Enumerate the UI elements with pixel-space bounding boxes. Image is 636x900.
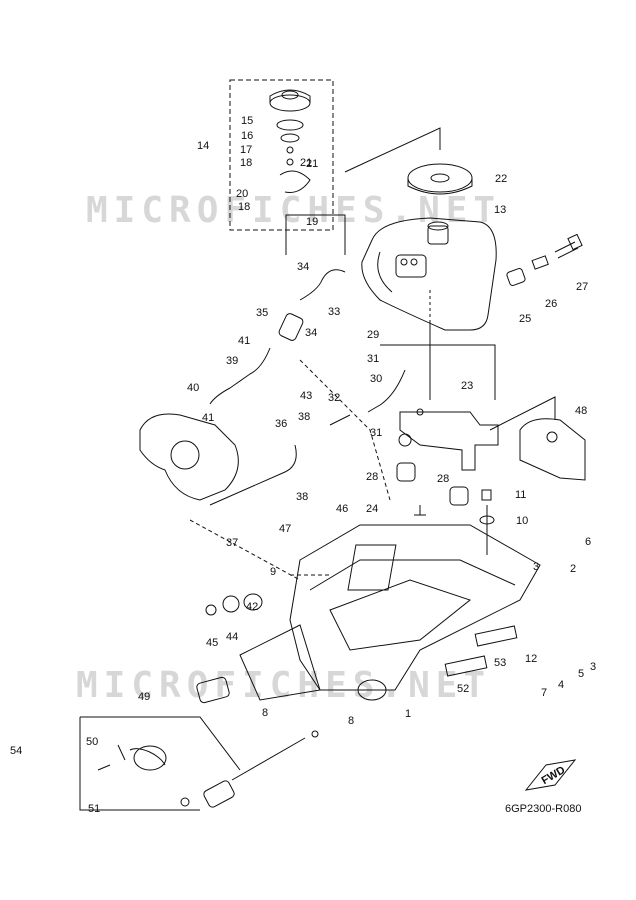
callout-11: 11 xyxy=(515,489,526,501)
callout-46: 46 xyxy=(336,503,348,515)
callout-38: 38 xyxy=(296,491,308,503)
callout-40: 40 xyxy=(187,382,199,394)
callout-19: 19 xyxy=(306,216,318,228)
callout-41: 41 xyxy=(238,335,250,347)
callout-37: 37 xyxy=(226,537,238,549)
collar-26 xyxy=(531,255,549,270)
callout-23: 23 xyxy=(461,380,473,392)
callout-50: 50 xyxy=(86,736,98,748)
callout-32: 32 xyxy=(328,392,340,404)
callout-31: 31 xyxy=(370,427,382,439)
callout-30: 30 xyxy=(370,373,382,385)
callout-35: 35 xyxy=(256,307,268,319)
mount-28b xyxy=(449,486,469,506)
callout-20: 20 xyxy=(236,188,248,200)
gasket-22 xyxy=(407,163,473,195)
callout-39: 39 xyxy=(226,355,238,367)
callout-3: 3 xyxy=(590,661,596,673)
callout-6: 6 xyxy=(585,536,591,548)
callout-45: 45 xyxy=(206,637,218,649)
callout-5: 5 xyxy=(578,668,584,680)
callout-49: 49 xyxy=(138,691,150,703)
callout-13: 13 xyxy=(494,204,506,216)
bolt-27 xyxy=(554,233,583,259)
callout-18: 18 xyxy=(238,201,250,213)
watermark-bottom: MICROFICHES.NET xyxy=(76,665,492,706)
grommet-46 xyxy=(205,604,217,616)
callout-24: 24 xyxy=(366,503,378,515)
mount-28a xyxy=(396,462,416,482)
callout-43: 43 xyxy=(300,390,312,402)
callout-38: 38 xyxy=(298,411,310,423)
callout-26: 26 xyxy=(545,298,557,310)
callout-33: 33 xyxy=(328,306,340,318)
fuel-cap xyxy=(269,89,311,193)
callout-27: 27 xyxy=(576,281,588,293)
callout-2: 2 xyxy=(570,563,576,575)
callout-51: 51 xyxy=(88,803,100,815)
callout-29: 29 xyxy=(367,329,379,341)
fuel-tank xyxy=(361,217,497,331)
fwd-arrow xyxy=(524,759,577,791)
callout-25: 25 xyxy=(519,313,531,325)
callout-53: 53 xyxy=(494,657,506,669)
intake-elbow xyxy=(139,413,239,501)
callout-31: 31 xyxy=(367,353,379,365)
callout-42: 42 xyxy=(246,601,258,613)
callout-3: 3 xyxy=(533,561,539,573)
callout-21: 21 xyxy=(300,157,312,169)
callout-4: 4 xyxy=(558,679,564,691)
stop-switch-37 xyxy=(196,676,230,704)
callout-21: 21 xyxy=(306,158,318,170)
callout-16: 16 xyxy=(241,130,253,142)
tank-bracket-23 xyxy=(398,408,499,471)
callout-34: 34 xyxy=(297,261,309,273)
callout-28: 28 xyxy=(437,473,449,485)
callout-17: 17 xyxy=(240,144,252,156)
watermark-top: MICROFICHES.NET xyxy=(86,190,502,231)
callout-8: 8 xyxy=(262,707,268,719)
cap-assembly-box xyxy=(229,79,334,231)
callout-48: 48 xyxy=(575,405,587,417)
callout-1: 1 xyxy=(405,708,411,720)
callout-8: 8 xyxy=(348,715,354,727)
callout-44: 44 xyxy=(226,631,238,643)
callout-12: 12 xyxy=(525,653,537,665)
callout-15: 15 xyxy=(241,115,253,127)
lanyard-50 xyxy=(79,716,319,811)
grommet-25 xyxy=(506,268,526,286)
callout-14: 14 xyxy=(197,140,209,152)
callout-41: 41 xyxy=(202,412,214,424)
callout-7: 7 xyxy=(541,687,547,699)
callout-54: 54 xyxy=(10,745,22,757)
bottom-cowling xyxy=(239,524,541,701)
callout-22: 22 xyxy=(495,173,507,185)
callout-9: 9 xyxy=(270,566,276,578)
grommet-45 xyxy=(222,595,240,613)
cover-49 xyxy=(489,396,586,481)
callout-34: 34 xyxy=(305,327,317,339)
callout-10: 10 xyxy=(516,515,528,527)
diagram-code: 6GP2300-R080 xyxy=(505,803,582,815)
callout-layer: 1233456788910111213141516171818192021212… xyxy=(10,115,596,815)
callout-36: 36 xyxy=(275,418,287,430)
callout-18: 18 xyxy=(240,157,252,169)
grommet-44 xyxy=(243,593,263,611)
callout-47: 47 xyxy=(279,523,291,535)
callout-28: 28 xyxy=(366,471,378,483)
callout-52: 52 xyxy=(457,683,469,695)
fuel-filter-35 xyxy=(209,269,346,405)
